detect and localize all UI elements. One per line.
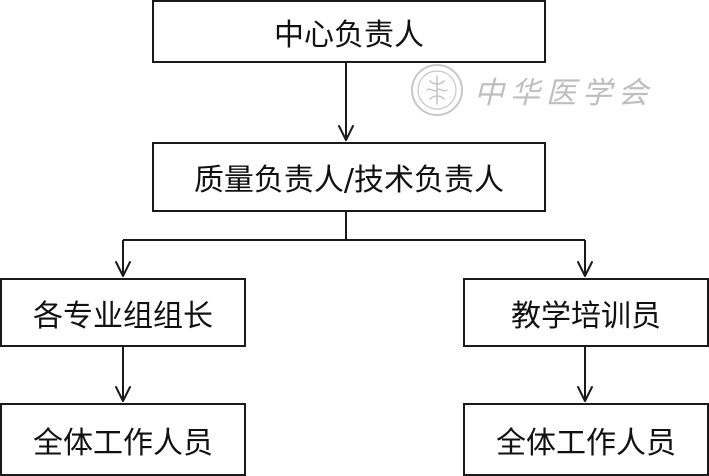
watermark-text: 中华医学会	[474, 76, 654, 111]
center-head-label: 中心负责人	[274, 17, 424, 53]
arrowhead-staff-right	[577, 386, 593, 402]
all-staff-left-box: 全体工作人员	[0, 403, 246, 476]
specialty-group-leaders-label: 各专业组组长	[33, 298, 213, 334]
quality-technical-head-box: 质量负责人/技术负责人	[152, 142, 546, 212]
arrowhead-staff-left	[115, 386, 131, 402]
watermark: 中华医学会	[410, 62, 654, 118]
teaching-trainer-label: 教学培训员	[511, 298, 661, 334]
all-staff-right-box: 全体工作人员	[463, 403, 709, 476]
arrowhead-quality	[338, 125, 354, 141]
society-seal-icon	[411, 64, 463, 116]
teaching-trainer-box: 教学培训员	[463, 278, 709, 347]
all-staff-left-label: 全体工作人员	[33, 425, 213, 461]
specialty-group-leaders-box: 各专业组组长	[0, 278, 246, 347]
center-head-box: 中心负责人	[152, 0, 546, 63]
arrowhead-trainer	[577, 261, 593, 277]
arrowhead-team-leads	[115, 261, 131, 277]
quality-technical-head-label: 质量负责人/技术负责人	[193, 163, 505, 198]
all-staff-right-label: 全体工作人员	[496, 425, 676, 461]
